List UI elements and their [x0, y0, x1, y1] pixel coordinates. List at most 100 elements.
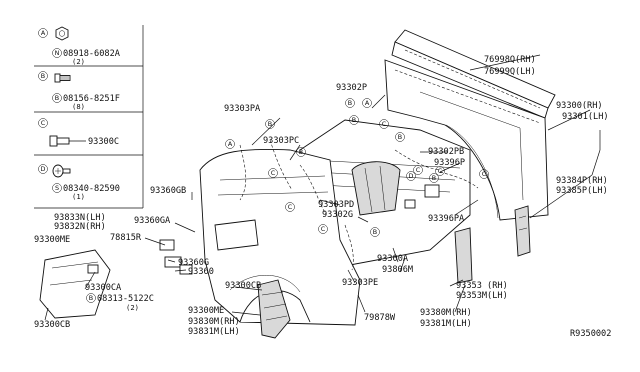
- callout-c-icon: [318, 224, 328, 234]
- label-93806m: 93806M: [382, 265, 413, 275]
- callout-c-icon: [413, 165, 423, 175]
- diagram-reference-number: R9350002: [570, 329, 611, 339]
- callout-b-icon: [395, 132, 405, 142]
- callout-c-icon: [479, 169, 489, 179]
- legend-qty-d: (1): [72, 192, 85, 201]
- label-93302g: 93302G: [322, 210, 353, 220]
- label-leaders: [44, 54, 601, 321]
- callout-b-letter: B: [373, 228, 377, 236]
- label-93831m: 93831M(LH): [188, 327, 240, 337]
- label-93360g: 93360G: [178, 258, 209, 268]
- callout-b-icon: [296, 147, 306, 157]
- callout-c-icon: [435, 166, 445, 176]
- clip-icon: [49, 135, 70, 147]
- label-93396pa: 93396PA: [428, 214, 465, 224]
- label-79878w: 79878W: [364, 313, 396, 323]
- label-93300cb-right: 93300CB: [225, 281, 261, 291]
- label-08313-5122c: 08313-5122C: [97, 294, 154, 304]
- legend-part-a: 08918-6082A: [63, 49, 121, 59]
- label-93303pd: 93303PD: [318, 200, 354, 210]
- callout-c-icon: [38, 118, 48, 128]
- callout-b-icon: [38, 71, 48, 81]
- callout-a-letter: A: [228, 140, 233, 148]
- label-76999q: 76999Q(LH): [484, 67, 536, 77]
- callout-c-icon: [379, 119, 389, 129]
- callout-b-icon: [265, 119, 275, 129]
- callout-b-icon: [370, 227, 380, 237]
- label-93300cb-left: 93300CB: [34, 320, 70, 330]
- bolt-icon: [54, 73, 71, 83]
- label-93396p: 93396P: [434, 158, 465, 168]
- label-93832n: 93832N(RH): [54, 222, 106, 232]
- wheel-liner-part: [39, 239, 193, 319]
- label-93302p: 93302P: [336, 83, 367, 93]
- callout-d-letter: D: [409, 172, 414, 180]
- bed-front-panel-part: [299, 119, 471, 266]
- label-93300ca: 93300CA: [85, 283, 122, 293]
- callout-n-letter: N: [55, 49, 60, 57]
- mud-guard-part: [257, 279, 291, 339]
- label-93381m: 93381M(LH): [420, 319, 472, 329]
- callout-c-icon: [268, 168, 278, 178]
- callout-b-icon: [86, 293, 96, 303]
- legend-row-d: D S 08340-82590 (1): [38, 164, 120, 201]
- label-93360: 93360: [188, 267, 214, 277]
- callout-c-letter: C: [288, 203, 293, 211]
- screw-icon: [52, 164, 71, 178]
- legend-part-b: 08156-8251F: [63, 94, 120, 104]
- callout-c-letter: C: [416, 166, 421, 174]
- label-08313-qty: (2): [126, 303, 139, 312]
- callout-c-letter: C: [438, 167, 443, 175]
- callout-c-letter: C: [482, 170, 487, 178]
- label-93300me-top: 93300ME: [34, 235, 70, 245]
- callout-b-letter: B: [89, 294, 93, 302]
- legend-row-c: C 93300C: [38, 118, 119, 147]
- callout-b-letter: B: [41, 72, 45, 80]
- fastener-legend: A N 08918-6082A (2) B B 081: [34, 25, 144, 209]
- label-93385p: 93385P(LH): [556, 186, 608, 196]
- gusset-brackets-part: [454, 205, 531, 284]
- callout-c-letter: C: [382, 120, 387, 128]
- label-93301: 93301(LH): [562, 112, 609, 122]
- callout-b-icon: [345, 98, 355, 108]
- diagram-callouts: A B B C C C B B A B C B C B C C D: [225, 98, 489, 237]
- legend-part-d: 08340-82590: [63, 184, 120, 194]
- label-93300: 93300(RH): [556, 101, 603, 111]
- label-93384p: 93384P(RH): [556, 176, 608, 186]
- callout-b-letter: B: [398, 133, 402, 141]
- callout-s-icon: [52, 183, 62, 193]
- legend-part-c: 93300C: [88, 137, 119, 147]
- label-78815r: 78815R: [110, 233, 142, 243]
- label-93300a: 93300A: [377, 254, 409, 264]
- label-93830m: 93830M(RH): [188, 317, 240, 327]
- label-93353: 93353 (RH): [456, 281, 508, 291]
- label-93360gb: 93360GB: [150, 186, 186, 196]
- callout-b-letter: B: [348, 99, 352, 107]
- label-93380m: 93380M(RH): [420, 308, 472, 318]
- callout-b2-letter: B: [55, 94, 59, 102]
- callout-c-letter: C: [271, 169, 276, 177]
- legend-row-b: B B 08156-8251F (8): [38, 71, 120, 111]
- label-93302pb: 93302PB: [428, 147, 464, 157]
- legend-row-a: A N 08918-6082A (2): [38, 26, 121, 66]
- label-93303pa: 93303PA: [224, 104, 261, 114]
- legend-qty-a: (2): [72, 57, 85, 66]
- label-93360ga: 93360GA: [134, 216, 171, 226]
- callout-b-icon: [349, 115, 359, 125]
- callout-c-icon: [285, 202, 295, 212]
- part-labels: 76998Q(RH) 76999Q(LH) 93300(RH) 93301(LH…: [34, 55, 611, 339]
- side-panel-outer-part: [384, 59, 549, 221]
- callout-c-letter: C: [41, 119, 46, 127]
- nut-icon: [55, 26, 69, 41]
- callout-a-letter: A: [365, 99, 370, 107]
- label-93353m: 93353M(LH): [456, 291, 508, 301]
- callout-b2-icon: [52, 93, 62, 103]
- callout-d-icon: [406, 171, 416, 181]
- callout-d-letter: D: [41, 165, 46, 173]
- callout-c-letter: C: [321, 225, 326, 233]
- label-93303pe: 93303PE: [342, 278, 378, 288]
- callout-b-letter: B: [432, 174, 436, 182]
- callout-a-icon: [38, 28, 48, 38]
- label-93300me-bottom: 93300ME: [188, 306, 224, 316]
- callout-b-icon: [429, 173, 439, 183]
